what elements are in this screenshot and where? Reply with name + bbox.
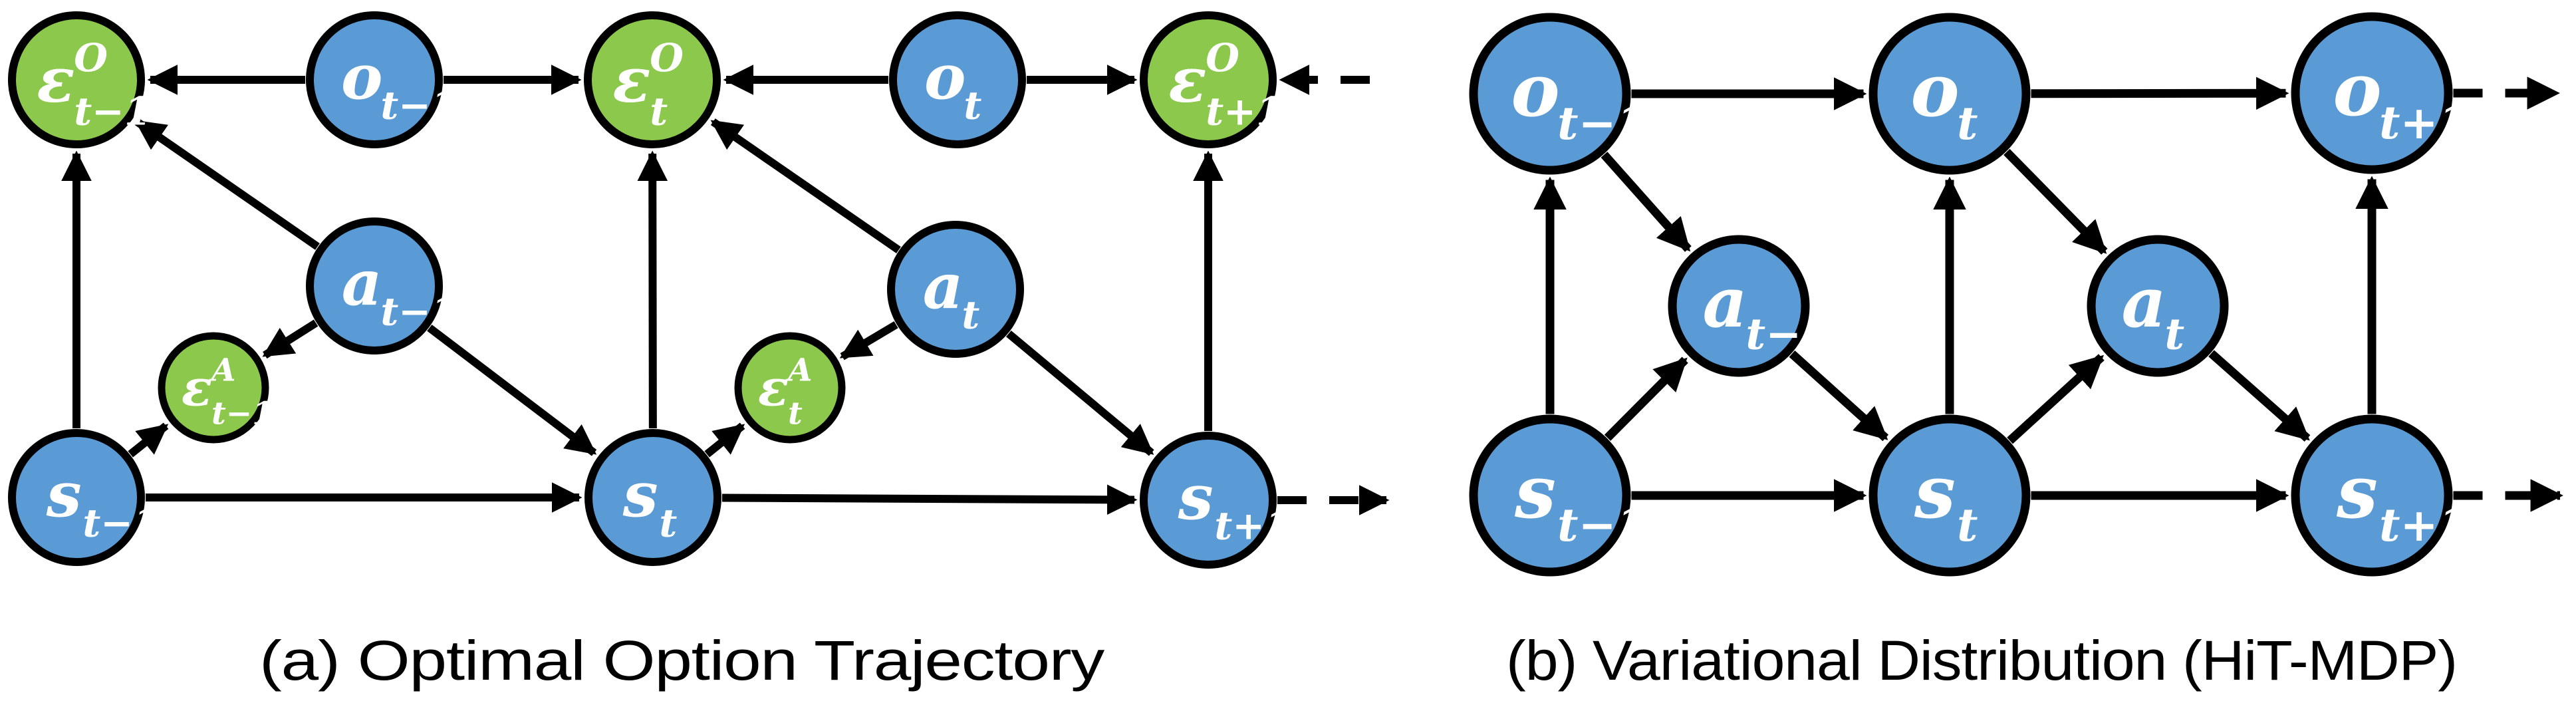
node-b-a_t — [2087, 235, 2229, 377]
node-b-o_tp1 — [2291, 12, 2453, 174]
edge-a_tm1-to-eps_a_tm1 — [262, 319, 319, 359]
node-label-base: s — [622, 458, 658, 531]
node-a-eps_a_tm1 — [158, 332, 269, 444]
node-label-base: ε — [612, 44, 650, 117]
node-label-base: o — [2333, 47, 2381, 132]
node-b-s_tm1 — [1469, 414, 1631, 577]
edge-a_t-to-s_tp1 — [2208, 350, 2311, 442]
node-a-eps_o_t — [584, 11, 721, 148]
node-label-sub: t — [659, 499, 677, 545]
node-label-base: s — [46, 458, 82, 531]
edge-s_t-to-s_tp1 — [721, 484, 1138, 515]
node-label-base: o — [924, 41, 966, 114]
node-label-base: s — [2336, 449, 2378, 535]
node-label-sub: t — [1957, 499, 1978, 552]
node-label-base: s — [1178, 461, 1214, 534]
node-label-sub: t — [650, 88, 668, 134]
node-label-base: a — [342, 247, 382, 320]
node-label-base: a — [2122, 261, 2166, 343]
node-label-base: ε — [758, 358, 789, 418]
node-b-s_tp1 — [2291, 414, 2453, 577]
node-label-sub: t−1 — [380, 288, 457, 334]
edge-o_t-to-o_tp1 — [2031, 76, 2289, 110]
node-a-o_tm1 — [306, 11, 443, 148]
node-label-base: ε — [37, 44, 74, 117]
edge-a_tm1-to-s_t — [427, 325, 597, 456]
edge-a_t-to-eps_o_t — [710, 118, 901, 253]
node-b-o_tm1 — [1469, 13, 1631, 175]
edge-s_tm1-to-a_tm1 — [1604, 356, 1688, 441]
node-label-base: s — [1914, 449, 1956, 535]
caption-a: (a) Optimal Option Trajectory — [259, 629, 1104, 692]
edge-a_tm1-to-s_t — [1789, 351, 1889, 442]
edge-o_t-to-a_t — [2003, 148, 2108, 255]
node-a-eps_o_tm1 — [8, 11, 145, 148]
node-a-eps_a_t — [734, 332, 846, 444]
edge-a_t-to-s_tp1 — [1006, 331, 1154, 456]
node-b-s_t — [1868, 414, 2031, 577]
edge-s_t-to-eps_a_t — [704, 422, 745, 458]
node-label-sup: A — [209, 352, 236, 388]
node-label-sup: A — [785, 352, 813, 388]
node-a-s_tm1 — [8, 429, 145, 566]
node-label-sub: t−1 — [380, 82, 457, 128]
node-label-base: o — [1910, 47, 1959, 133]
node-label-sub: t+1 — [1206, 88, 1283, 134]
node-label-base: a — [1703, 261, 1747, 343]
node-label-sub: t — [788, 396, 803, 432]
node-label-sub: t — [2164, 309, 2184, 359]
node-a-s_t — [584, 429, 721, 566]
node-a-s_tp1 — [1140, 432, 1277, 569]
node-a-a_t — [887, 221, 1024, 358]
node-label-sub: t — [964, 82, 981, 128]
node-a-a_tm1 — [306, 217, 443, 354]
node-a-o_t — [889, 11, 1026, 148]
node-a-eps_o_tp1 — [1140, 11, 1277, 148]
node-label-sub: t−1 — [82, 499, 160, 545]
node-label-sub: t−1 — [1745, 309, 1831, 359]
node-label-sub: t−1 — [74, 88, 151, 134]
node-label-sup: O — [1206, 35, 1239, 80]
edge-s_tm1-to-eps_a_tm1 — [128, 422, 169, 458]
node-label-sub: t — [962, 291, 979, 337]
node-label-sup: O — [74, 35, 108, 80]
node-label-base: a — [923, 250, 964, 323]
edge-a_tm1-to-eps_o_tm1 — [134, 118, 320, 250]
node-b-a_tm1 — [1668, 235, 1810, 377]
node-label-sub: t−1 — [1557, 499, 1648, 552]
node-label-sub: t−1 — [211, 396, 274, 432]
node-label-sub: t — [1957, 97, 1978, 150]
node-b-o_t — [1868, 13, 2031, 175]
node-label-base: ε — [182, 358, 212, 418]
node-label-sup: O — [650, 35, 684, 80]
edge-s_t-to-a_t — [2007, 354, 2105, 444]
node-label-base: ε — [1168, 44, 1206, 117]
caption-b: (b) Variational Distribution (HiT-MDP) — [1506, 629, 2457, 692]
node-label-base: s — [1514, 449, 1556, 535]
node-label-sub: t−1 — [1557, 97, 1648, 150]
node-label-sub: t+1 — [1214, 502, 1291, 548]
node-label-base: o — [1511, 47, 1559, 133]
edge-s_t-to-eps_o_t — [637, 150, 668, 429]
node-label-sub: t+1 — [2379, 499, 2470, 552]
node-label-base: o — [341, 41, 383, 114]
edge-a_t-to-eps_a_t — [839, 321, 898, 360]
edge-o_tm1-to-a_tm1 — [1601, 152, 1692, 252]
node-label-sub: t+1 — [2379, 96, 2470, 150]
